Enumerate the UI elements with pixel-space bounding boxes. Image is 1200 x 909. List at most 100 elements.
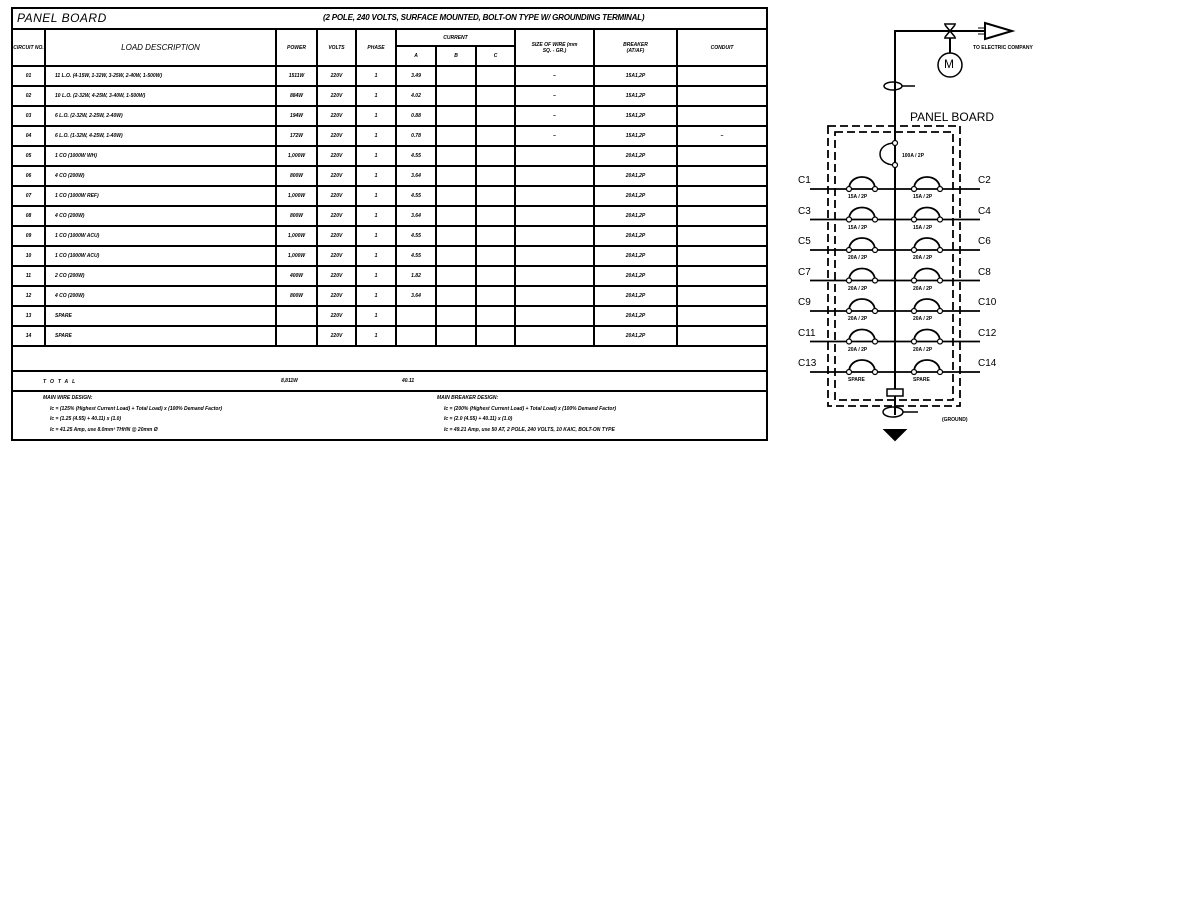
cell-a: 4.55 [395,225,437,247]
breaker-rating-right: 20A / 2P [913,316,933,322]
cell-volts: 220V [316,165,357,187]
cell-conduit [676,285,766,307]
cell-desc: 6 L.O. (2-32W, 2-25W, 2-40W) [44,105,277,127]
cell-power: 800W [275,205,318,227]
cell-phase: 1 [355,125,397,147]
cell-c [475,285,516,307]
breaker-rating-right: 15A / 2P [913,194,933,200]
cell-wire [514,225,595,247]
cell-a [395,305,437,327]
cell-volts: 220V [316,185,357,207]
cell-breaker: 15A1,2P [593,125,678,147]
cell-breaker: 20A1,2P [593,165,678,187]
cell-c [475,85,516,107]
total-current: 40.11 [402,378,415,384]
cell-b [435,125,477,147]
breaker-rating-left: 20A / 2P [848,255,868,261]
cell-conduit [676,205,766,227]
cell-desc: 1 CO (1000W ACU) [44,225,277,247]
circuit-label-right: C2 [978,175,991,186]
cell-breaker: 20A1,2P [593,185,678,207]
cell-b [435,285,477,307]
cell-wire [514,245,595,267]
main-breaker-line: Ic = (200% (Highest Current Load) + Tota… [444,405,617,412]
cell-volts: 220V [316,145,357,167]
total-row: TOTAL 8,811W 40.11 [13,370,766,392]
main-breaker-line: Ic = (2.0 (4.55) + 40.11) x (1.0) [444,416,513,422]
cell-a [395,325,437,347]
cell-breaker: 20A1,2P [593,325,678,347]
total-label: TOTAL [43,379,80,385]
header-circuit-no: CIRCUIT NO. [13,30,46,67]
cell-desc: 6 L.O. (1-32W, 4-25W, 1-40W) [44,125,277,147]
cell-power: 1,000W [275,185,318,207]
cell-a: 3.64 [395,285,437,307]
circuit-label-left: C3 [798,205,811,217]
cell-breaker: 20A1,2P [593,205,678,227]
main-wire-heading: MAIN WIRE DESIGN: [43,395,93,401]
circuit-label-left: C7 [798,266,811,278]
main-breaker-design: MAIN BREAKER DESIGN: Ic = (200% (Highest… [437,393,616,435]
cell-no: 03 [13,105,46,127]
cell-no: 05 [13,145,46,167]
cell-phase: 1 [355,205,397,227]
main-wire-line: Ic = 41.25 Amp, use 8.0mm² THHN @ 20mm Ø [50,426,158,433]
cell-breaker: 15A1,2P [593,66,678,87]
cell-wire [514,305,595,327]
circuit-label-right: C8 [978,266,991,278]
cell-breaker: 20A1,2P [593,245,678,267]
cell-power: 1,000W [275,145,318,167]
cell-wire [514,185,595,207]
main-breaker-rating: 100A / 2P [902,153,925,159]
breaker-rating-left: 20A / 2P [848,316,868,322]
cell-c [475,225,516,247]
circuit-label-right: C14 [978,358,997,369]
cell-desc: 4 CO (200W) [44,205,277,227]
cell-no: 01 [13,66,46,87]
cell-b [435,205,477,227]
cell-breaker: 20A1,2P [593,225,678,247]
cell-wire: – [514,105,595,127]
cell-conduit [676,225,766,247]
cell-volts: 220V [316,225,357,247]
cell-b [435,265,477,287]
circuit-label-left: C11 [798,327,816,339]
breaker-rating-left: 15A / 2P [848,194,868,200]
cell-b [435,165,477,187]
cell-no: 13 [13,305,46,327]
cell-c [475,145,516,167]
cell-conduit [676,265,766,287]
ground-icon [882,429,908,442]
cell-conduit [676,66,766,87]
cell-power: 1511W [275,66,318,87]
cell-volts: 220V [316,325,357,347]
breaker-rating-left: 15A / 2P [848,224,868,231]
cell-wire: – [514,66,595,87]
cell-desc: 10 L.O. (2-32W, 4-25W, 3-40W, 1-500W) [44,85,277,107]
main-wire-line: Ic = (125% (Highest Current Load) + Tota… [50,405,223,412]
title-row: PANEL BOARD (2 POLE, 240 VOLTS, SURFACE … [13,9,766,30]
ground-label: (GROUND) [942,417,968,423]
cell-a: 1.82 [395,265,437,287]
cell-phase: 1 [355,225,397,247]
total-power: 8,811W [281,378,298,384]
cell-desc: 2 CO (200W) [44,265,277,287]
cell-power: 1,000W [275,225,318,247]
circuit-label-right: C12 [978,327,997,339]
wiring-diagram-svg [810,21,1016,442]
cell-phase: 1 [355,245,397,267]
cell-no: 10 [13,245,46,267]
header-current-b: B [435,45,477,67]
cell-c [475,245,516,267]
circuit-label-left: C13 [798,358,817,369]
header-power: POWER [275,30,318,67]
cell-breaker: 20A1,2P [593,145,678,167]
cell-power: 1,000W [275,245,318,267]
cell-volts: 220V [316,285,357,307]
cell-conduit [676,245,766,267]
cell-power: 172W [275,125,318,147]
